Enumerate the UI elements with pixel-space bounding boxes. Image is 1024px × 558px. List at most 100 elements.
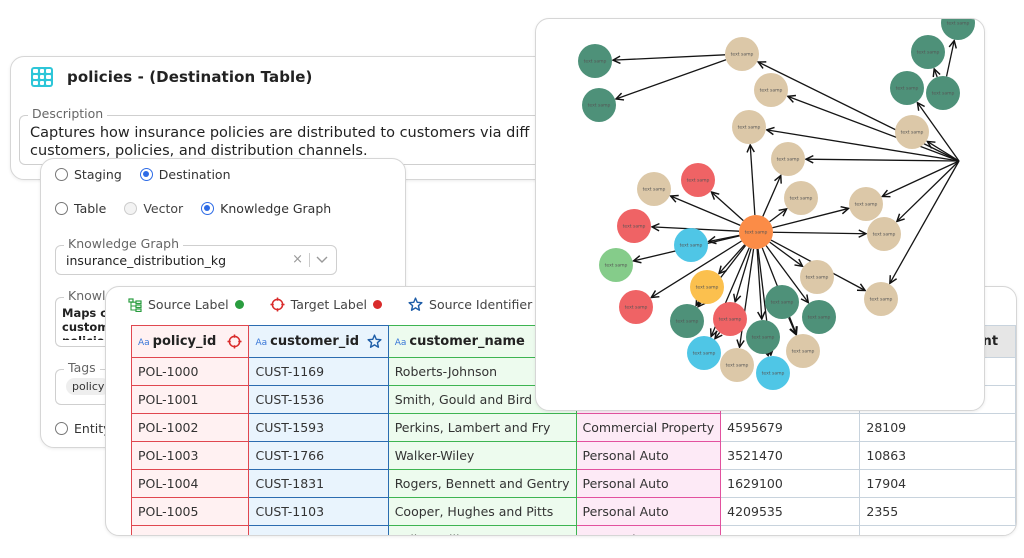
graph-node[interactable]: text samp: [687, 336, 721, 370]
entity-label[interactable]: Entity: [74, 421, 111, 436]
graph-node[interactable]: text samp: [619, 290, 653, 324]
knowledge-graph-radio[interactable]: [201, 202, 215, 215]
graph-node-circle[interactable]: [690, 270, 724, 304]
table-cell[interactable]: POL-1001: [130, 385, 250, 414]
staging-label[interactable]: Staging: [74, 167, 122, 182]
graph-node[interactable]: text samp: [895, 115, 929, 149]
graph-node[interactable]: text samp: [670, 304, 704, 338]
graph-node[interactable]: text samp: [926, 76, 960, 110]
table-cell[interactable]: Personal Auto: [575, 441, 722, 470]
graph-node-circle[interactable]: [911, 35, 945, 69]
graph-node-circle[interactable]: [864, 282, 898, 316]
table-cell[interactable]: Personal Auto: [575, 525, 722, 535]
table-cell[interactable]: 28109: [859, 413, 1016, 442]
graph-node-circle[interactable]: [687, 336, 721, 370]
table-cell[interactable]: Personal Auto: [575, 469, 722, 498]
graph-node[interactable]: text samp: [849, 187, 883, 221]
graph-node[interactable]: text samp: [771, 142, 805, 176]
destination-label[interactable]: Destination: [158, 167, 231, 182]
graph-node-circle[interactable]: [867, 217, 901, 251]
graph-node[interactable]: text samp: [746, 320, 780, 354]
table-cell[interactable]: 1629100: [720, 469, 861, 498]
graph-node-circle[interactable]: [754, 73, 788, 107]
graph-node-circle[interactable]: [674, 228, 708, 262]
table-cell[interactable]: POL-1006: [130, 525, 250, 535]
graph-node[interactable]: text samp: [786, 334, 820, 368]
graph-node-circle[interactable]: [713, 302, 747, 336]
table-cell[interactable]: Perkins, Lambert and Fry: [387, 413, 577, 442]
graph-node[interactable]: text samp: [802, 300, 836, 334]
chevron-down-icon[interactable]: [316, 256, 328, 264]
graph-node-circle[interactable]: [746, 320, 780, 354]
graph-node-circle[interactable]: [890, 71, 924, 105]
table-cell[interactable]: POL-1004: [130, 469, 250, 498]
table-cell[interactable]: 2687182: [720, 525, 861, 535]
table-row[interactable]: POL-1006CUST-1384Sellers-EllisPersonal A…: [130, 525, 1016, 535]
table-radio[interactable]: [55, 202, 68, 215]
description-text[interactable]: Captures how insurance policies are dist…: [30, 124, 529, 160]
table-cell[interactable]: CUST-1536: [248, 385, 389, 414]
graph-node-circle[interactable]: [619, 290, 653, 324]
graph-node[interactable]: text samp: [637, 172, 671, 206]
table-cell[interactable]: CUST-1103: [248, 497, 389, 526]
graph-node[interactable]: text samp: [864, 282, 898, 316]
table-cell[interactable]: 19736: [859, 525, 1016, 535]
graph-node-circle[interactable]: [720, 348, 754, 382]
staging-radio[interactable]: [55, 168, 68, 181]
table-cell[interactable]: POL-1000: [130, 357, 250, 386]
graph-node[interactable]: text samp: [732, 110, 766, 144]
graph-node[interactable]: text samp: [690, 270, 724, 304]
graph-node[interactable]: text samp: [674, 228, 708, 262]
table-cell[interactable]: 2355: [859, 497, 1016, 526]
graph-node-circle[interactable]: [756, 356, 790, 390]
graph-node[interactable]: text samp: [941, 19, 975, 40]
entity-radio[interactable]: [55, 422, 68, 435]
graph-node[interactable]: text samp: [599, 248, 633, 282]
graph-node-circle[interactable]: [802, 300, 836, 334]
graph-node-circle[interactable]: [578, 44, 612, 78]
knowledge-graph-select[interactable]: Knowledge Graph insurance_distribution_k…: [55, 236, 337, 275]
graph-node-circle[interactable]: [849, 187, 883, 221]
graph-node-circle[interactable]: [582, 88, 616, 122]
graph-node[interactable]: text samp: [578, 44, 612, 78]
graph-node[interactable]: text samp: [765, 285, 799, 319]
table-cell[interactable]: Commercial Property: [575, 413, 722, 442]
graph-node[interactable]: text samp: [725, 37, 759, 71]
graph-node[interactable]: text samp: [784, 181, 818, 215]
table-cell[interactable]: 10863: [859, 441, 1016, 470]
knowledge-graph-description-field[interactable]: Knowl Maps c custom policie: [55, 288, 115, 347]
graph-node[interactable]: text samp: [681, 163, 715, 197]
graph-node-circle[interactable]: [895, 115, 929, 149]
graph-node-circle[interactable]: [725, 37, 759, 71]
table-cell[interactable]: POL-1002: [130, 413, 250, 442]
graph-node[interactable]: text samp: [756, 356, 790, 390]
table-cell[interactable]: CUST-1766: [248, 441, 389, 470]
destination-radio[interactable]: [139, 168, 153, 181]
graph-node-circle[interactable]: [732, 110, 766, 144]
graph-node[interactable]: text samp: [582, 88, 616, 122]
graph-node[interactable]: text samp: [713, 302, 747, 336]
graph-node[interactable]: text samp: [890, 71, 924, 105]
graph-node[interactable]: text samp: [739, 215, 773, 249]
table-cell[interactable]: POL-1003: [130, 441, 250, 470]
table-cell[interactable]: 4595679: [720, 413, 861, 442]
graph-node-circle[interactable]: [599, 248, 633, 282]
graph-node-circle[interactable]: [784, 181, 818, 215]
tags-field[interactable]: Tags policy: [55, 360, 115, 405]
table-cell[interactable]: CUST-1169: [248, 357, 389, 386]
graph-node-circle[interactable]: [786, 334, 820, 368]
graph-node-circle[interactable]: [800, 260, 834, 294]
table-cell[interactable]: POL-1005: [130, 497, 250, 526]
graph-node-circle[interactable]: [681, 163, 715, 197]
table-cell[interactable]: 17904: [859, 469, 1016, 498]
graph-node-circle[interactable]: [771, 142, 805, 176]
knowledge-graph-label[interactable]: Knowledge Graph: [220, 201, 332, 216]
graph-node-circle[interactable]: [617, 209, 651, 243]
graph-node-circle[interactable]: [739, 215, 773, 249]
